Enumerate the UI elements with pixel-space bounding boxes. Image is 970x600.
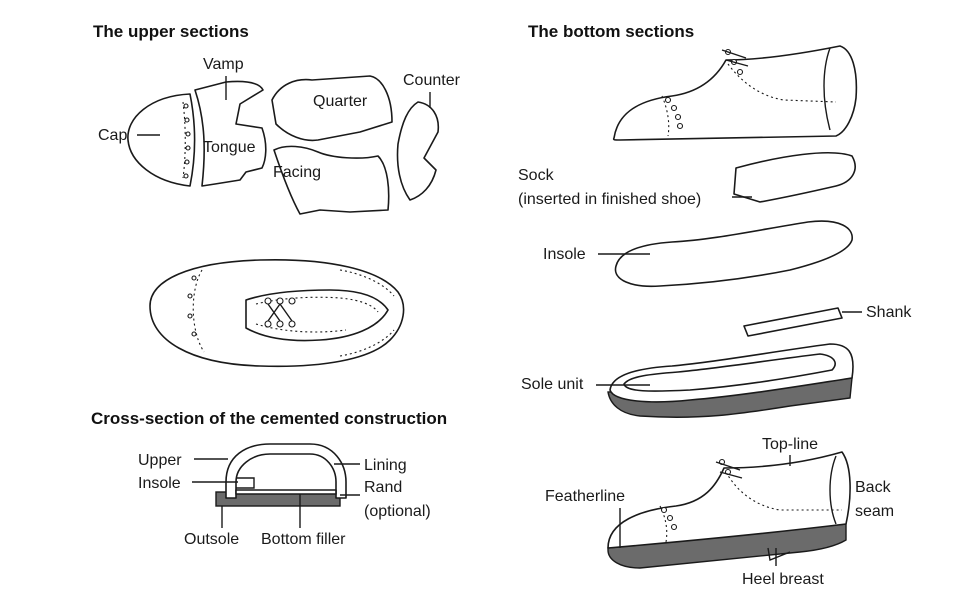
sock-shape	[733, 151, 856, 203]
insole-shape	[614, 220, 853, 288]
sock-note-label: (inserted in finished shoe)	[518, 191, 701, 208]
vamp-label: Vamp	[203, 56, 244, 73]
quarter-label: Quarter	[313, 93, 368, 110]
shank-shape	[743, 307, 843, 337]
insole-label: Insole	[543, 246, 586, 263]
finished-shoe	[607, 451, 851, 569]
cross-insole-label: Insole	[138, 475, 181, 492]
shoe-side-view	[612, 45, 858, 141]
outsole-label: Outsole	[184, 531, 239, 548]
tongue-label: Tongue	[203, 139, 256, 156]
facing-label: Facing	[273, 164, 321, 181]
upper-sections-heading: The upper sections	[93, 22, 249, 41]
sock-label: Sock	[518, 167, 555, 184]
lining-label: Lining	[364, 457, 407, 474]
bottom-filler-label: Bottom filler	[261, 531, 346, 548]
facing-piece	[273, 145, 390, 215]
seam-label: seam	[855, 503, 894, 520]
back-label: Back	[855, 479, 892, 496]
counter-piece	[396, 101, 440, 201]
cross-section-heading: Cross-section of the cemented constructi…	[91, 409, 447, 428]
vamp-piece	[194, 80, 267, 187]
featherline-label: Featherline	[545, 488, 625, 505]
cap-piece	[127, 93, 196, 187]
sole-unit-label: Sole unit	[521, 376, 584, 393]
shank-label: Shank	[866, 304, 912, 321]
rand-optional-label: (optional)	[364, 503, 431, 520]
quarter-piece	[271, 75, 393, 142]
cross-section-drawing	[215, 443, 347, 507]
assembled-upper-top-view	[149, 258, 405, 368]
sole-unit-shape	[607, 343, 854, 418]
cap-label: Cap	[98, 127, 127, 144]
bottom-sections-heading: The bottom sections	[528, 22, 694, 41]
counter-label: Counter	[403, 72, 461, 89]
top-line-label: Top-line	[762, 436, 818, 453]
rand-label: Rand	[364, 479, 402, 496]
cross-upper-label: Upper	[138, 452, 182, 469]
heel-breast-label: Heel breast	[742, 571, 824, 588]
